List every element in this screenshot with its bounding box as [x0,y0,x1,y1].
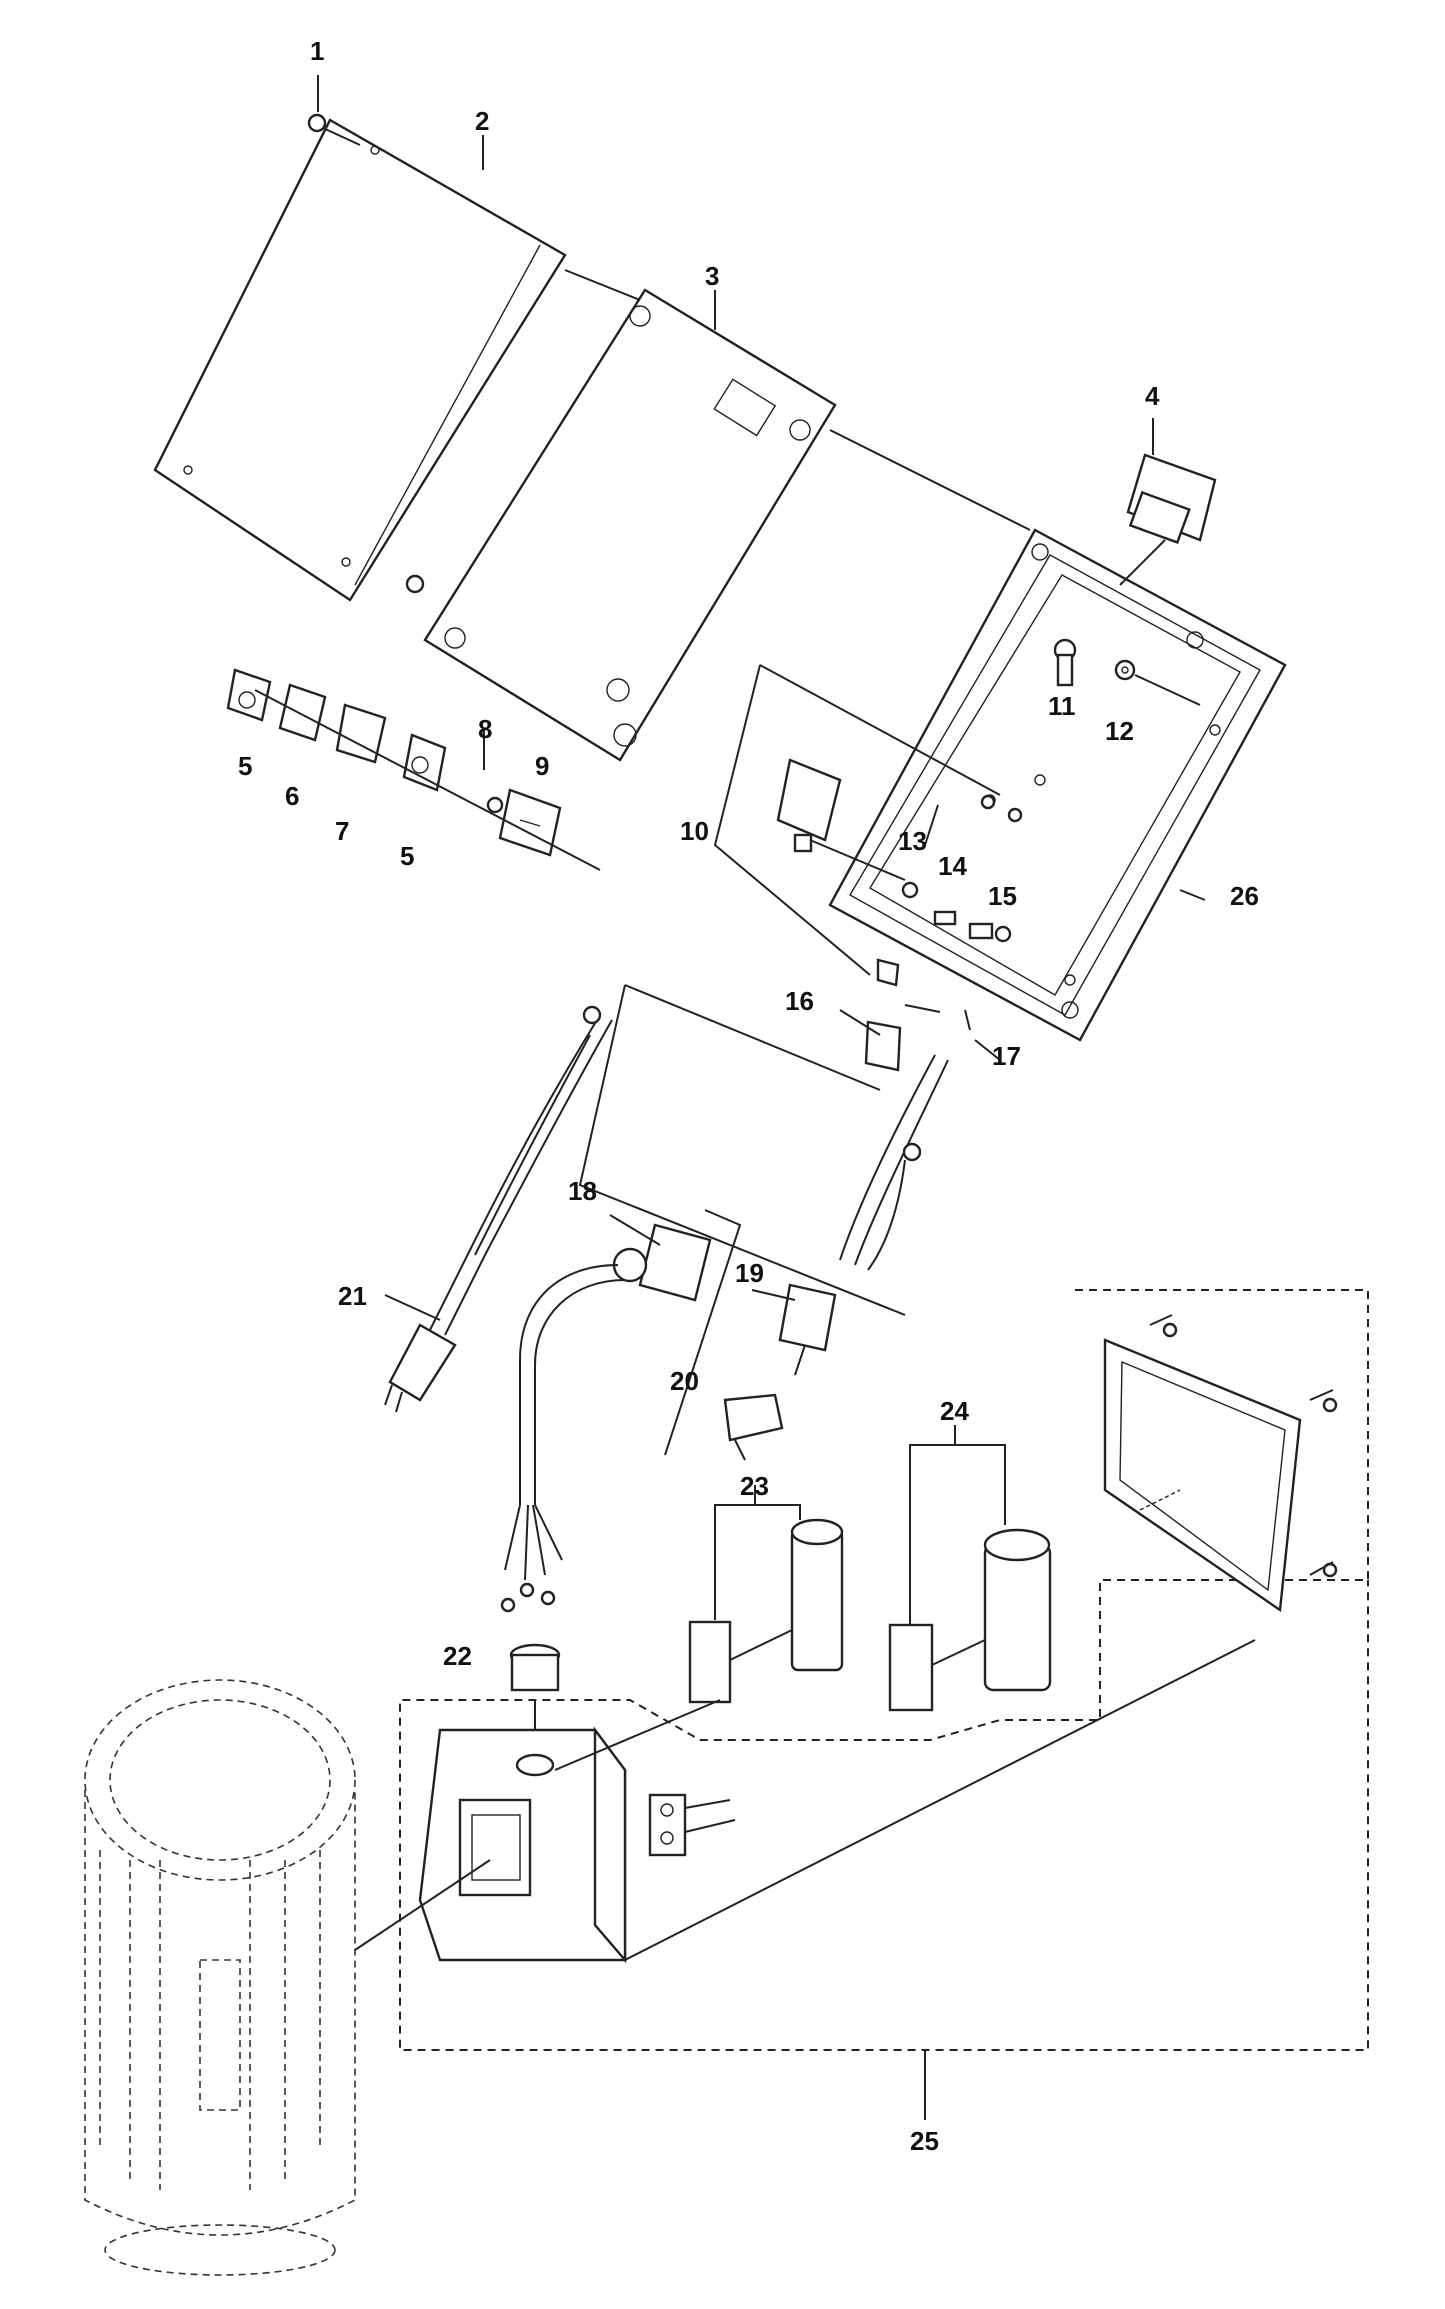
label-5b: 5 [400,841,414,871]
leader-lines [317,75,1206,1061]
label-16: 16 [785,986,814,1016]
pin-part-17 [964,1009,971,1031]
label-4: 4 [1145,381,1160,411]
motor-cable [500,1264,626,1613]
terminal-box-lid-frame [1103,1314,1338,1613]
label-21: 21 [338,1281,367,1311]
label-2: 2 [475,106,489,136]
label-3: 3 [705,261,719,291]
label-20: 20 [670,1366,699,1396]
marker-part-6 [278,683,327,742]
label-13: 13 [898,826,927,856]
label-10: 10 [680,816,709,846]
label-8: 8 [478,714,492,744]
label-9: 9 [535,751,549,781]
bracket-line [624,984,881,1091]
terminal-box-assembly-part-25 [399,1289,1369,2120]
screw-part-14 [933,910,957,926]
din-rail-part-9 [498,788,562,857]
terminal-box-base [418,1639,1256,1964]
label-19: 19 [735,1258,764,1288]
label-12: 12 [1105,716,1134,746]
label-17: 17 [992,1041,1021,1071]
nut [980,794,996,810]
label-11: 11 [1048,691,1076,721]
terminal-block [648,1793,736,1857]
label-24: 24 [940,1396,969,1426]
label-6: 6 [285,781,299,811]
switch-part-4 [1119,453,1217,586]
label-7: 7 [335,816,349,846]
bracket-line [578,984,906,1316]
relay-bracket-part-10 [713,664,1001,976]
gasket-plate-part-3 [423,269,1031,762]
label-1: 1 [310,36,324,66]
socket-part-18 [609,1209,742,1456]
screw-part-11 [1053,638,1077,687]
callout-labels: 1 2 3 4 5 6 7 5 8 9 10 11 12 13 14 15 16… [238,36,1259,2156]
washer-part-13 [901,881,919,899]
label-26: 26 [1230,881,1259,911]
label-15: 15 [988,881,1017,911]
screw-part-8 [486,796,504,814]
label-5a: 5 [238,751,252,781]
screw-part-1 [307,113,361,146]
label-23: 23 [740,1471,769,1501]
label-18: 18 [568,1176,597,1206]
label-22: 22 [443,1641,472,1671]
relay-part-10 [776,758,906,987]
washer-part-12 [1114,659,1201,706]
rail-line [254,689,601,871]
nut [1007,807,1023,823]
screw-part-15 [968,922,1012,943]
clip-part-20 [723,1393,784,1461]
power-cord-part-21 [384,1005,613,1413]
capacitor-set-part-24 [888,1425,1052,1712]
motor-ghost [84,1679,491,2276]
terminal-end-part-5a [226,668,272,722]
connector-part-19 [751,1054,949,1376]
capacitor-set-part-23 [688,1485,844,1704]
cover-plate-part-2 [153,118,567,602]
terminal-end-part-5b [402,733,447,792]
label-14: 14 [938,851,967,881]
grommet-part-16 [839,1004,941,1072]
enclosure-box-part-26 [828,528,1287,1042]
label-25: 25 [910,2126,939,2156]
